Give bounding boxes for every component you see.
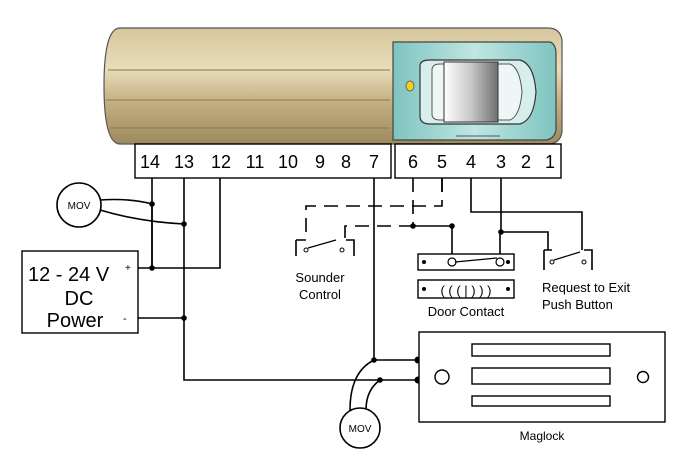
door-contact-symbol: ( ( ( | ) ) ): [440, 283, 491, 298]
reader-sensor: [443, 61, 499, 123]
power-minus-label: -: [123, 313, 127, 325]
terminal-4: 4: [466, 152, 476, 172]
terminal-12: 12: [211, 152, 231, 172]
terminal-10: 10: [278, 152, 298, 172]
power-voltage-label: 12 - 24 V: [28, 264, 110, 286]
sounder-label: Sounder: [295, 270, 345, 285]
door-contact-label: Door Contact: [428, 304, 505, 319]
control-label: Control: [299, 287, 341, 302]
terminal-8: 8: [341, 152, 351, 172]
terminal-block-right: 6 5 4 3 2 1: [394, 143, 562, 179]
rte-wiring: [441, 178, 583, 250]
reader-unit: [103, 27, 563, 145]
terminal-13: 13: [174, 152, 194, 172]
terminal-5: 5: [437, 152, 447, 172]
mov-bottom: MOV: [339, 407, 381, 449]
maglock-wiring: [349, 178, 422, 411]
power-dc-label: DC: [65, 288, 94, 310]
terminal-11: 11: [246, 152, 265, 172]
mov-top: MOV: [56, 182, 102, 228]
request-to-exit-button: Request to Exit Push Button: [542, 249, 631, 312]
door-contact-wiring: [413, 178, 502, 258]
power-plus-label: +: [125, 263, 131, 274]
led-indicator: [405, 80, 415, 92]
power-label: Power: [47, 310, 104, 332]
maglock: Maglock: [418, 331, 666, 443]
maglock-label: Maglock: [520, 429, 566, 443]
terminal-2: 2: [521, 152, 531, 172]
dc-power-supply: 12 - 24 V + DC Power -: [21, 250, 139, 334]
terminal-block-left: 14 13 12 11 10 9 8 7: [134, 143, 392, 179]
terminal-1: 1: [545, 152, 555, 172]
power-wiring: [99, 178, 418, 381]
terminal-14: 14: [140, 152, 160, 172]
terminal-6: 6: [408, 152, 418, 172]
terminal-3: 3: [496, 152, 506, 172]
door-contact: ( ( ( | ) ) ) Door Contact: [417, 253, 515, 319]
terminal-7: 7: [369, 152, 379, 172]
mov-top-label: MOV: [68, 201, 91, 212]
rte-label-line2: Push Button: [542, 297, 613, 312]
mov-bottom-label: MOV: [349, 424, 372, 435]
terminal-9: 9: [315, 152, 325, 172]
sounder-control-switch: Sounder Control: [295, 239, 355, 302]
rte-label-line1: Request to Exit: [542, 280, 631, 295]
